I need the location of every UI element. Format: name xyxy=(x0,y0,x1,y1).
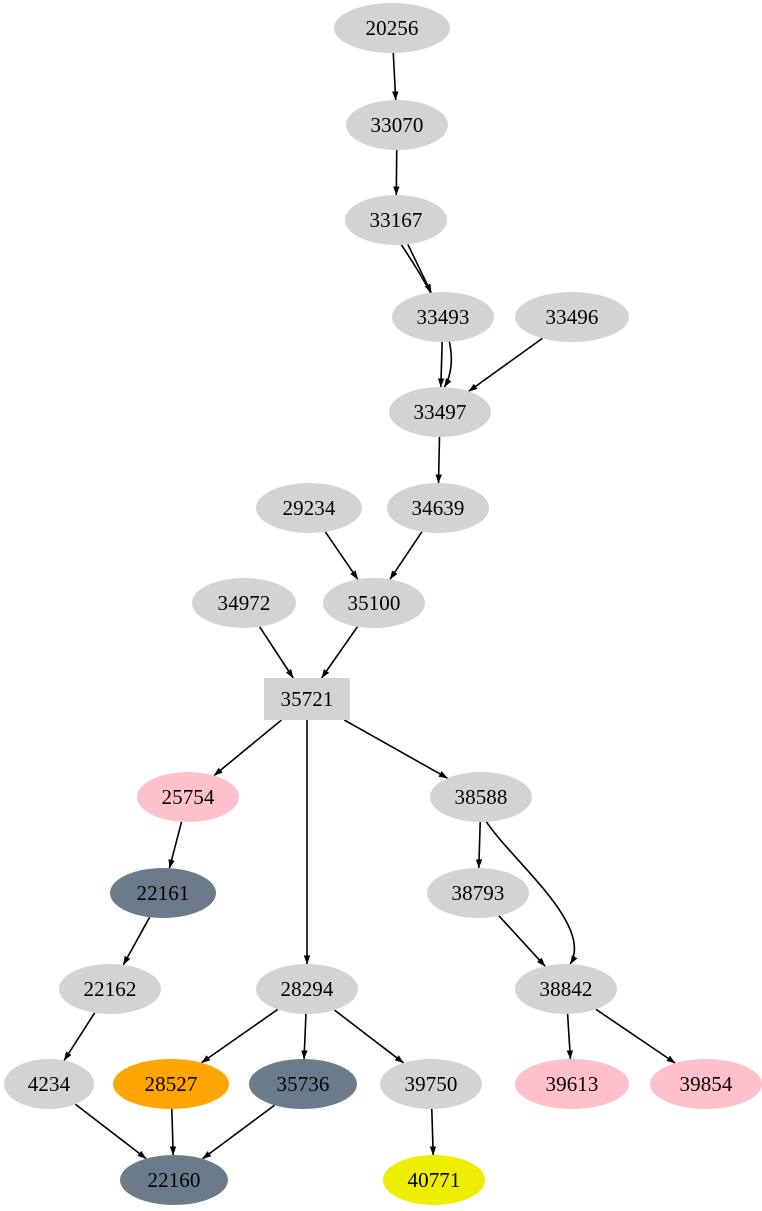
graph-node-label: 33167 xyxy=(369,207,423,232)
graph-edge-38793-to-38842 xyxy=(498,915,546,967)
graph-node-4234[interactable]: 4234 xyxy=(4,1059,94,1109)
graph-edge-35100-to-35721 xyxy=(321,626,359,679)
graph-node-35736[interactable]: 35736 xyxy=(249,1059,357,1109)
graph-node-22160[interactable]: 22160 xyxy=(120,1155,228,1205)
graph-edge-25754-to-22161 xyxy=(168,821,183,869)
graph-node-label: 22162 xyxy=(83,976,137,1001)
graph-node-22161[interactable]: 22161 xyxy=(110,868,216,918)
graph-node-label: 25754 xyxy=(161,784,215,809)
graph-node-label: 34972 xyxy=(217,590,271,615)
graph-node-33497[interactable]: 33497 xyxy=(389,387,491,437)
graph-node-label: 35100 xyxy=(347,590,401,615)
graph-node-label: 35721 xyxy=(280,686,334,711)
graph-edge-22162-to-4234 xyxy=(63,1012,96,1061)
graph-edge-33167-to-33493 xyxy=(407,243,432,294)
graph-edge-34639-to-35100 xyxy=(389,531,423,580)
graph-node-label: 39854 xyxy=(679,1071,733,1096)
graph-node-label: 4234 xyxy=(27,1071,71,1096)
graph-edge-20256-to-33070 xyxy=(392,52,399,101)
graph-node-35721[interactable]: 35721 xyxy=(264,678,350,720)
graph-node-label: 34639 xyxy=(411,495,465,520)
graph-edge-35721-to-38588 xyxy=(343,719,448,779)
graph-node-38588[interactable]: 38588 xyxy=(430,772,532,822)
graph-node-label: 38793 xyxy=(451,880,505,905)
graph-node-33070[interactable]: 33070 xyxy=(346,100,448,150)
graph-node-label: 28294 xyxy=(280,976,334,1001)
graph-edge-28294-to-28527 xyxy=(200,1008,279,1064)
graph-node-38793[interactable]: 38793 xyxy=(427,868,529,918)
graph-node-label: 29234 xyxy=(282,495,336,520)
graph-node-22162[interactable]: 22162 xyxy=(59,964,161,1014)
graph-edge-35736-to-22160 xyxy=(202,1104,275,1160)
graph-edge-35721-to-25754 xyxy=(213,719,283,777)
graph-node-label: 22160 xyxy=(147,1167,201,1192)
graph-edge-33497-to-34639 xyxy=(435,436,442,484)
graph-node-label: 20256 xyxy=(365,15,419,40)
graph-node-label: 28527 xyxy=(144,1071,198,1096)
graph-node-39854[interactable]: 39854 xyxy=(650,1059,762,1109)
graph-node-28527[interactable]: 28527 xyxy=(113,1059,229,1109)
graph-node-38842[interactable]: 38842 xyxy=(515,964,617,1014)
graph-node-label: 22161 xyxy=(136,880,190,905)
graph-node-label: 33497 xyxy=(413,399,467,424)
graph-edge-28294-to-35736 xyxy=(301,1013,308,1060)
graph-edge-4234-to-22160 xyxy=(74,1103,147,1160)
graph-edge-33496-to-33497 xyxy=(468,337,543,392)
graph-node-39613[interactable]: 39613 xyxy=(515,1059,629,1109)
graph-node-25754[interactable]: 25754 xyxy=(137,772,239,822)
graph-node-20256[interactable]: 20256 xyxy=(334,3,450,53)
graph-node-33496[interactable]: 33496 xyxy=(515,292,629,342)
graph-edge-22161-to-22162 xyxy=(122,916,151,966)
graph-edge-39750-to-40771 xyxy=(429,1108,437,1156)
graph-node-label: 33070 xyxy=(370,112,424,137)
graph-node-label: 33493 xyxy=(416,304,470,329)
graph-node-35100[interactable]: 35100 xyxy=(323,578,425,628)
graph-node-label: 35736 xyxy=(276,1071,330,1096)
graph-node-28294[interactable]: 28294 xyxy=(256,964,358,1014)
graph-edge-29234-to-35100 xyxy=(324,531,359,580)
graph-node-label: 38588 xyxy=(454,784,508,809)
graph-edge-33493-to-33497 xyxy=(437,341,445,388)
graph-node-label: 38842 xyxy=(539,976,593,1001)
graph-edge-38842-to-39613 xyxy=(566,1013,574,1060)
graph-node-33493[interactable]: 33493 xyxy=(392,292,494,342)
graph-node-34972[interactable]: 34972 xyxy=(192,578,296,628)
graph-node-34639[interactable]: 34639 xyxy=(387,483,489,533)
graph-edge-28527-to-22160 xyxy=(169,1108,177,1156)
graph-edge-28294-to-39750 xyxy=(334,1009,404,1064)
graph-edge-38588-to-38793 xyxy=(475,821,483,869)
graph-node-label: 39613 xyxy=(545,1071,599,1096)
graph-node-39750[interactable]: 39750 xyxy=(380,1059,482,1109)
graph-node-label: 40771 xyxy=(407,1167,461,1192)
graph-edge-38842-to-39854 xyxy=(595,1008,676,1064)
graph-node-29234[interactable]: 29234 xyxy=(256,483,362,533)
graph-edge-34972-to-35721 xyxy=(258,626,294,679)
graph-node-33167[interactable]: 33167 xyxy=(345,195,447,245)
graph-node-40771[interactable]: 40771 xyxy=(383,1155,485,1205)
graph-node-label: 33496 xyxy=(545,304,599,329)
graph-node-label: 39750 xyxy=(404,1071,458,1096)
